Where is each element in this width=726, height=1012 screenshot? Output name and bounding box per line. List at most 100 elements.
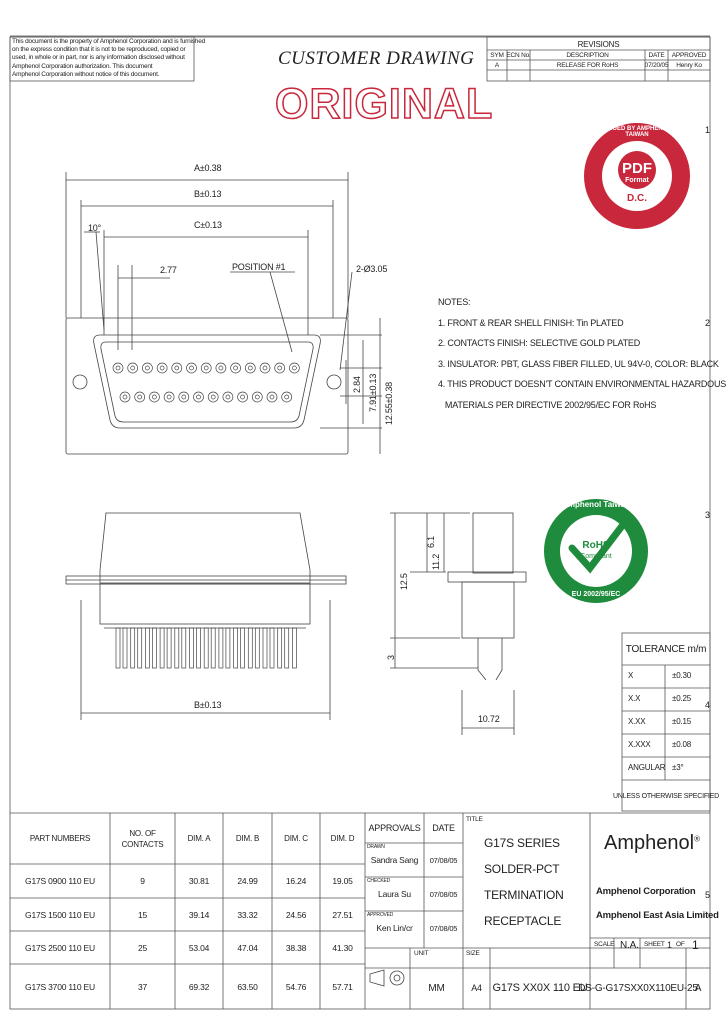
size-value: A4 (471, 983, 482, 993)
contact-pin (222, 391, 234, 403)
company-2: Amphenol East Asia Limited (596, 910, 719, 921)
contact-pin (230, 362, 241, 374)
dim-a: A±0.38 (194, 163, 222, 173)
revisions-header: REVISIONS (577, 39, 620, 49)
sheet-border (9, 36, 711, 1010)
end-rear (461, 581, 515, 639)
parts-cell: 47.04 (237, 942, 258, 953)
pcb-tail (262, 627, 268, 669)
size-label: SIZE (466, 950, 480, 957)
grid-num-2: 2 (705, 318, 710, 328)
tolerance-value: ±0.08 (672, 740, 691, 749)
pcb-tail (233, 627, 238, 669)
contact-pin (119, 391, 131, 403)
disclaimer-line: This document is the property of Ampheno… (12, 38, 206, 45)
tolerance-key: X (628, 671, 634, 680)
end-view (390, 512, 527, 735)
dim-6-1: 6.1 (426, 536, 436, 548)
original-stamp: ORIGINAL (274, 79, 494, 129)
parts-cell: 19.05 (332, 876, 353, 886)
pdf-seal-dc: D.C. (627, 193, 647, 204)
note-item: 3. INSULATOR: PBT, GLASS FIBER FILLED, U… (438, 358, 719, 369)
contact-pin (200, 362, 212, 374)
unit-label: UNIT (414, 950, 429, 957)
rev-col-approved: APPROVED (671, 52, 707, 59)
approval-date: 07/08/05 (429, 855, 458, 865)
dim-b: B±0.13 (194, 189, 222, 199)
parts-cell: 41.30 (332, 942, 353, 953)
rohs-seal-center: RoHS (582, 540, 610, 551)
pcb-tail (145, 627, 150, 669)
contact-pin (259, 362, 271, 374)
rev-col-desc: DESCRIPTION (566, 52, 609, 59)
contact-pin (134, 391, 146, 403)
pcb-tail (218, 627, 224, 669)
dim-10-72: 10.72 (478, 714, 500, 724)
unit-value: MM (428, 982, 445, 994)
title-line: RECEPTACLE (484, 914, 562, 928)
parts-header: DIM. D (330, 834, 355, 843)
contact-pin (251, 391, 263, 403)
dim-7-91: 7.91±0.13 (368, 373, 378, 412)
mounting-hole-right (326, 374, 342, 390)
contact-pin (149, 391, 160, 403)
disclaimer-line: Amphenol Corporation authorization. This… (12, 62, 153, 70)
parts-cell: 69.32 (188, 981, 210, 992)
parts-cell: 25 (137, 942, 148, 953)
drawing-title: CUSTOMER DRAWING (278, 48, 475, 69)
drawing-number: DS-G-G17SXX0X110EU-25 (578, 982, 698, 994)
shell-body (99, 512, 311, 584)
parts-cell: G17S 3700 110 EU (25, 981, 95, 992)
contact-pin (186, 362, 197, 374)
end-flange (447, 571, 527, 583)
pcb-tail (292, 627, 297, 669)
rohs-seal (544, 499, 648, 603)
disclaimer-line: used, in whole or in part, nor is any in… (12, 54, 185, 62)
grid-num-4: 4 (705, 700, 710, 710)
approval-date: 07/08/05 (429, 889, 458, 899)
note-item: 1. FRONT & REAR SHELL FINISH: Tin PLATED (438, 317, 624, 328)
contact-pin (274, 362, 286, 374)
parts-header: DIM. A (187, 834, 211, 843)
side-view (65, 512, 347, 720)
grid-num-5: 5 (705, 890, 710, 900)
rev-col-ecn: ECN No. (506, 52, 531, 59)
contact-pin (281, 391, 293, 403)
pcb-tail (181, 627, 187, 669)
pcb-tail (225, 627, 231, 669)
approvals-date-header: DATE (432, 823, 455, 833)
contact-pin (244, 362, 256, 374)
logo-text: Amphenol (604, 832, 695, 854)
grid-num-3: 3 (705, 510, 710, 520)
title-line: G17S SERIES (484, 836, 560, 850)
parts-cell: 38.38 (285, 942, 307, 953)
pin-array (112, 362, 300, 403)
parts-cell: 27.51 (332, 909, 353, 920)
parts-cell: 53.04 (188, 942, 210, 953)
sheet-label: SHEET (644, 941, 665, 948)
rev-approver: Henry Ko (676, 62, 702, 69)
tolerance-value: ±0.15 (672, 717, 691, 726)
contact-pin (171, 362, 183, 374)
approval-name: Laura Su (378, 889, 411, 899)
contact-pin (237, 391, 248, 403)
approval-date: 07/08/05 (429, 923, 458, 933)
revisions-table (486, 36, 711, 82)
pcb-tail (247, 627, 253, 669)
dim-pitch: 2.77 (160, 265, 177, 275)
parts-cell: 33.32 (237, 909, 258, 920)
front-view (65, 172, 382, 455)
pcb-tail (115, 627, 121, 669)
part-number-value: G17S XX0X 110 EU (492, 982, 588, 994)
tolerance-header: TOLERANCE m/m (625, 643, 707, 655)
parts-cell: 24.99 (237, 876, 258, 886)
tolerance-key: ANGULAR (628, 763, 666, 772)
end-shell (472, 512, 514, 574)
title-line: SOLDER-PCT (484, 862, 560, 876)
pcb-tail (240, 627, 245, 669)
parts-cell: 57.71 (332, 981, 353, 992)
rev-date: 07/20/05 (644, 62, 669, 69)
dim-b-side: B±0.13 (194, 700, 222, 710)
pdf-seal (584, 123, 690, 229)
parts-cell: 54.76 (285, 981, 307, 992)
